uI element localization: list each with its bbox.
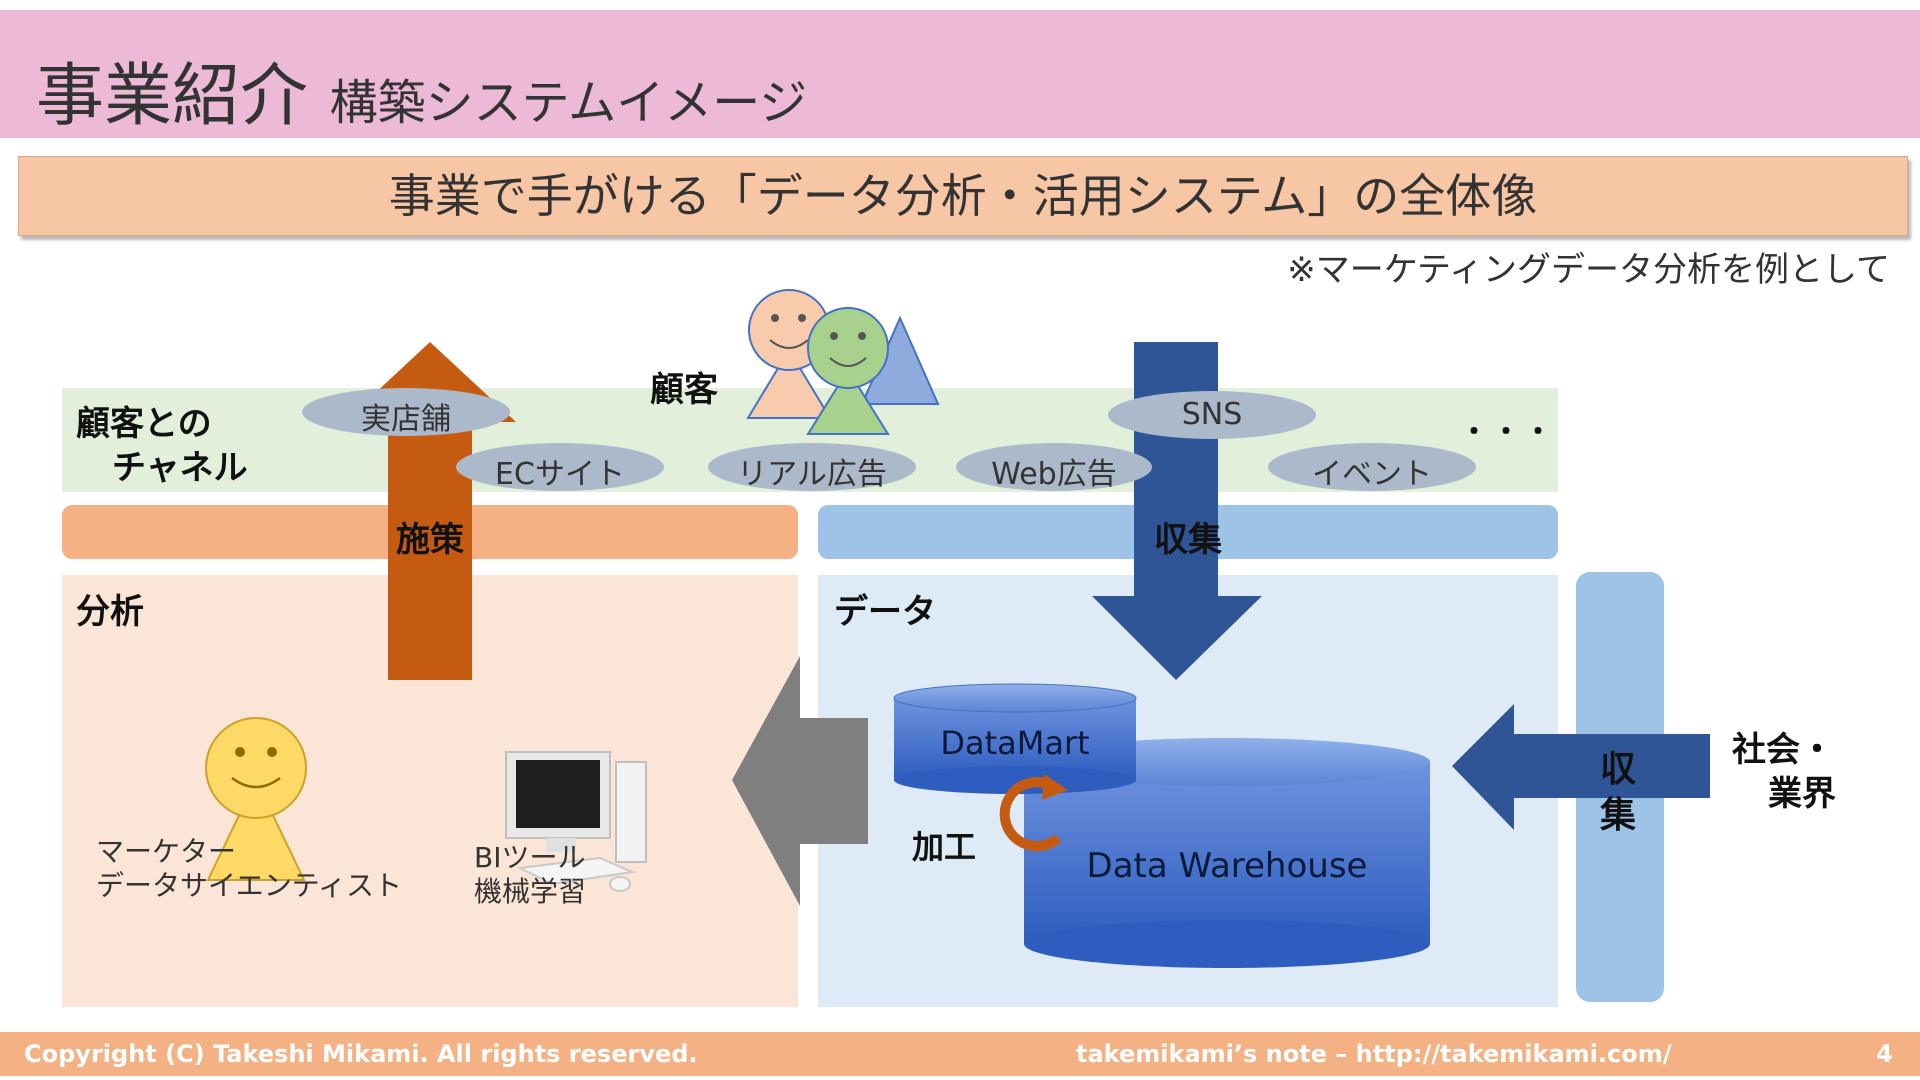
policy-bar-label: 施策 (396, 520, 464, 560)
customer-icon (746, 289, 940, 435)
tool-label-line2: 機械学習 (474, 875, 587, 908)
slide-title: 事業紹介 構築システムイメージ (36, 40, 807, 139)
channel-pill-store (302, 388, 510, 436)
footer-page-number: 4 (1876, 1040, 1893, 1068)
title-band (0, 10, 1920, 138)
collect-vertical-char1: 収 (1600, 749, 1637, 790)
banner-text: 事業で手がける「データ分析・活用システム」の全体像 (388, 169, 1538, 223)
warehouse-label: Data Warehouse (1086, 846, 1368, 886)
customer-label: 顧客 (650, 370, 718, 410)
datamart-cylinder (893, 683, 1137, 794)
channel-pill-real-ad (708, 443, 916, 491)
footer-site: takemikami’s note – http://takemikami.co… (1076, 1040, 1672, 1068)
channel-pill-web-ad (956, 443, 1152, 491)
channel-item-ec: ECサイト (495, 457, 625, 492)
society-arrow (1452, 704, 1710, 830)
data-label: データ (834, 592, 936, 632)
channel-pill-event (1268, 443, 1476, 491)
footer-bar (0, 1032, 1920, 1076)
data-warehouse-cylinder (1024, 738, 1430, 968)
collect-vertical-char2: 集 (1600, 795, 1637, 836)
channel-item-web-ad: Web広告 (991, 457, 1117, 492)
slide-title-sub: 構築システムイメージ (329, 75, 808, 131)
collect-bar-label: 収集 (1154, 520, 1222, 560)
process-label: 加工 (912, 828, 977, 866)
datamart-label: DataMart (940, 724, 1090, 762)
channel-label-line1: 顧客との (76, 404, 212, 444)
channel-item-event: イベント (1312, 457, 1432, 492)
channel-label-line2: チャネル (112, 448, 248, 488)
computer-icon (505, 751, 647, 892)
marketer-icon (205, 717, 307, 881)
channel-item-sns: SNS (1181, 397, 1243, 432)
society-label-line1: 社会・ (1732, 730, 1834, 770)
channel-item-store: 実店舗 (361, 402, 451, 437)
example-note: ※マーケティングデータ分析を例として (1287, 250, 1890, 290)
analysis-label: 分析 (76, 592, 144, 632)
footer-copyright: Copyright (C) Takeshi Mikami. All rights… (24, 1040, 698, 1068)
marketer-label-line2: データサイエンティスト (96, 869, 403, 902)
society-label-line2: 業界 (1768, 774, 1836, 814)
channel-pill-ec (456, 443, 664, 491)
data-to-analysis-arrow (732, 656, 868, 906)
overview-banner: 事業で手がける「データ分析・活用システム」の全体像 (18, 156, 1908, 236)
policy-up-arrow (344, 342, 516, 680)
channel-pill-sns (1108, 391, 1316, 439)
tool-label-line1: BIツール (474, 841, 586, 874)
process-cycle-icon (999, 774, 1068, 852)
channel-item-real-ad: リアル広告 (737, 457, 887, 492)
slide-title-main: 事業紹介 (36, 57, 309, 136)
channel-ellipsis: ・・・ (1460, 415, 1557, 448)
marketer-label-line1: マーケター (96, 835, 237, 868)
